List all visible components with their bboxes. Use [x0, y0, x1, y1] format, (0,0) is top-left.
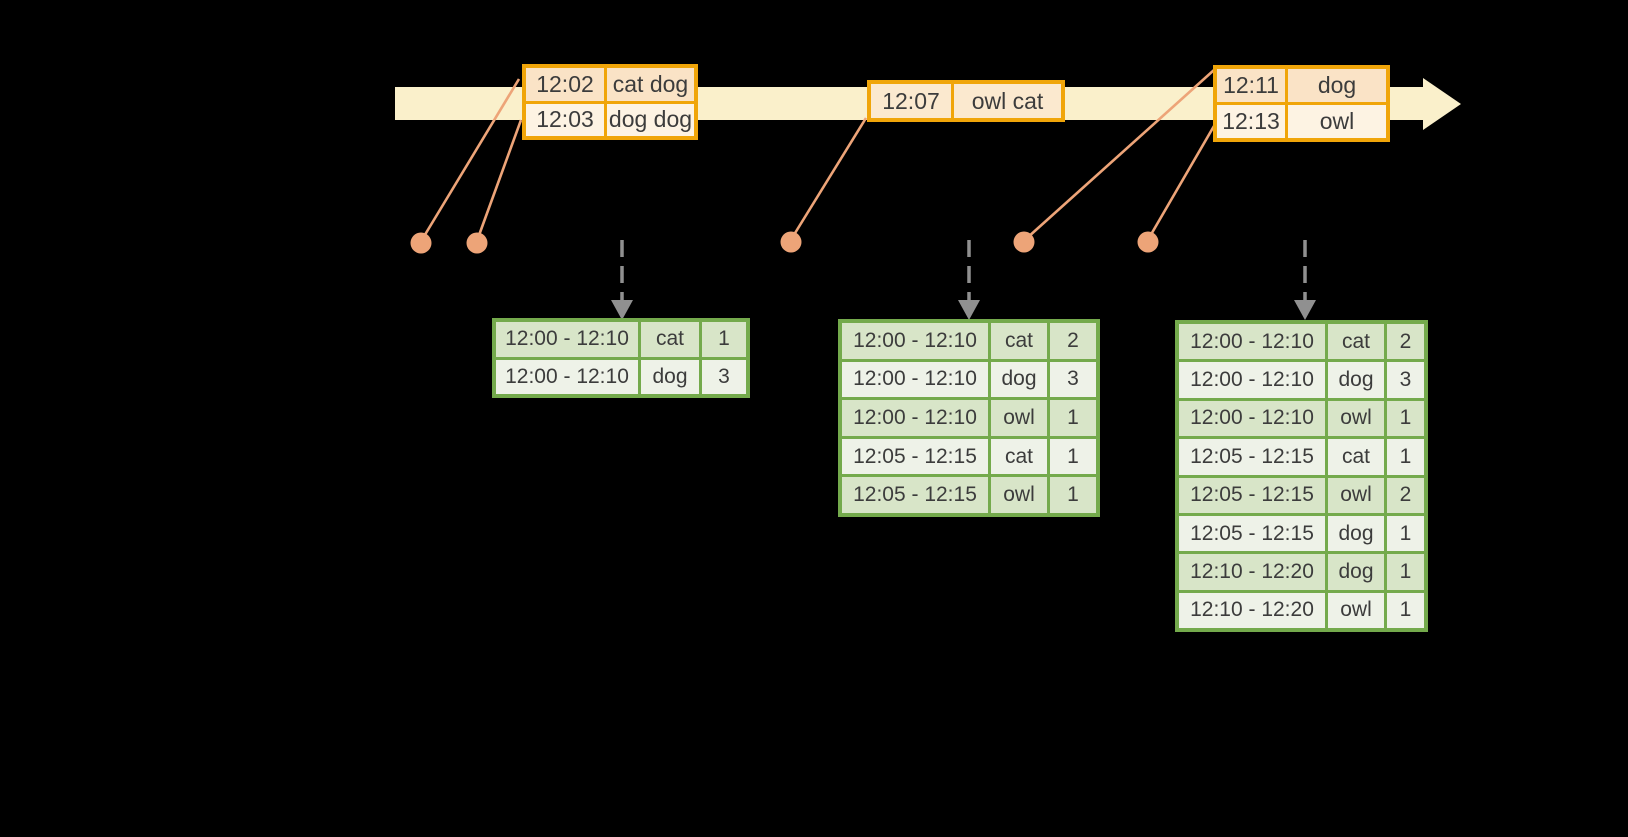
table-cell: cat [1328, 324, 1384, 360]
table-cell: 2 [1387, 477, 1424, 513]
table-cell: dog [1328, 554, 1384, 590]
table-cell: 12:05 - 12:15 [1179, 477, 1325, 513]
table-cell: 3 [1387, 362, 1424, 398]
table-cell: 1 [1050, 438, 1096, 475]
table-cell: 12:00 - 12:10 [842, 400, 988, 436]
table-cell: 3 [702, 359, 746, 394]
table-cell: cat dog [607, 68, 694, 101]
table-cell: owl [1328, 400, 1384, 437]
table-cell: 12:05 - 12:15 [1179, 515, 1325, 552]
table-cell: 12:13 [1217, 105, 1285, 138]
table-cell: 12:00 - 12:10 [1179, 400, 1325, 437]
table-cell: dog dog [607, 103, 694, 136]
table-cell: 12:05 - 12:15 [842, 438, 988, 475]
table-cell: owl [1288, 105, 1386, 138]
table-cell: dog [1328, 362, 1384, 398]
table-cell: dog [641, 359, 699, 394]
timeline-arrowhead-icon [1423, 78, 1461, 130]
event-dot-icon [780, 231, 802, 253]
event-dot-icon [410, 232, 432, 254]
event-dot-icon [1013, 231, 1035, 253]
table-cell: 1 [702, 322, 746, 357]
table-cell: 12:03 [526, 103, 604, 136]
table-cell: 12:11 [1217, 69, 1285, 102]
trigger-arrow-icon [1294, 240, 1316, 320]
table-cell: dog [991, 361, 1047, 398]
table-cell: cat [641, 322, 699, 357]
table-cell: dog [1328, 515, 1384, 552]
table-cell: 12:07 [871, 84, 951, 118]
table-cell: 1 [1050, 400, 1096, 436]
table-cell: 12:05 - 12:15 [1179, 439, 1325, 475]
table-cell: 1 [1050, 477, 1096, 513]
table-cell: owl [991, 400, 1047, 436]
table-cell: 1 [1387, 400, 1424, 437]
trigger-arrow-icon [611, 240, 633, 320]
table-cell: 1 [1387, 515, 1424, 552]
event-connector-line [1147, 125, 1216, 239]
event-connector-line [790, 117, 868, 239]
table-cell: 1 [1387, 592, 1424, 628]
table-cell: 12:00 - 12:10 [1179, 324, 1325, 360]
table-cell: cat [991, 323, 1047, 359]
event-dot-icon [1137, 231, 1159, 253]
trigger-arrow-icon [958, 240, 980, 320]
table-cell: 12:10 - 12:20 [1179, 554, 1325, 590]
table-cell: 12:05 - 12:15 [842, 477, 988, 513]
table-cell: cat [1328, 439, 1384, 475]
table-cell: 12:00 - 12:10 [496, 322, 638, 357]
event-dots [410, 231, 1159, 254]
table-cell: 12:00 - 12:10 [842, 361, 988, 398]
table-cell: 12:10 - 12:20 [1179, 592, 1325, 628]
table-cell: 12:00 - 12:10 [1179, 362, 1325, 398]
table-cell: 12:00 - 12:10 [842, 323, 988, 359]
table-cell: dog [1288, 69, 1386, 102]
table-cell: 12:02 [526, 68, 604, 101]
table-cell: 2 [1387, 324, 1424, 360]
event-connector-line [1026, 69, 1215, 239]
table-cell: owl [1328, 477, 1384, 513]
trigger-arrows [611, 240, 1316, 320]
table-cell: 3 [1050, 361, 1096, 398]
table-cell: 1 [1387, 554, 1424, 590]
event-dot-icon [466, 232, 488, 254]
table-cell: cat [991, 438, 1047, 475]
table-cell: owl [1328, 592, 1384, 628]
event-connector-lines [421, 69, 1216, 239]
table-cell: 2 [1050, 323, 1096, 359]
event-connector-line [421, 78, 521, 239]
table-cell: 12:00 - 12:10 [496, 359, 638, 394]
table-cell: owl [991, 477, 1047, 513]
event-connector-line [476, 119, 523, 239]
table-cell: 1 [1387, 439, 1424, 475]
table-cell: owl cat [954, 84, 1061, 118]
